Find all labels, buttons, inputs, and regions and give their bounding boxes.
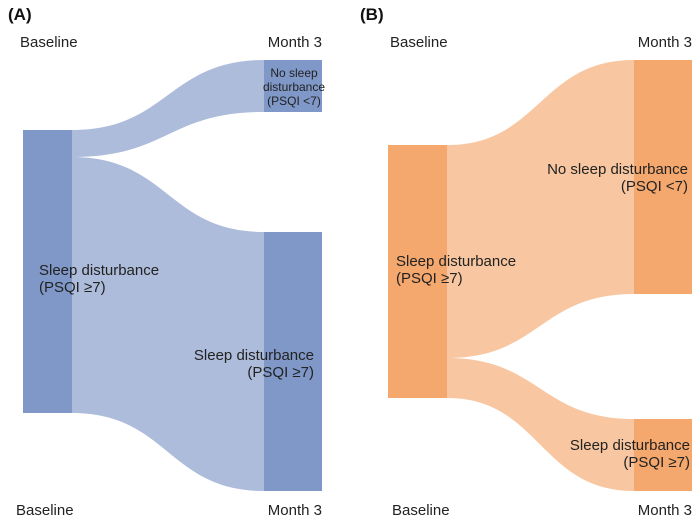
panel-b-disturbance-label-line1: Sleep disturbance [570, 437, 690, 454]
panel-b: (B) Baseline Month 3 Sleep disturbance (… [360, 5, 692, 519]
panel-a-disturbance-label-line1: Sleep disturbance [194, 347, 314, 364]
panel-a: (A) Baseline Month 3 Sleep disturbance (… [8, 5, 325, 519]
panel-b-disturbance-label-line2: (PSQI ≥7) [623, 454, 690, 471]
panel-b-baseline-node [388, 145, 447, 398]
panel-a-month3-disturbance-node [264, 232, 322, 491]
panel-b-tag: (B) [360, 5, 384, 24]
panel-b-no-disturbance-label-line1: No sleep disturbance [547, 161, 688, 178]
panel-b-flow-to-disturbance [447, 358, 634, 491]
panel-b-bottom-baseline-label: Baseline [392, 502, 450, 519]
panel-a-bottom-month3-label: Month 3 [268, 502, 322, 519]
panel-a-baseline-node [23, 130, 72, 413]
panel-b-month3-disturbance-node [634, 419, 692, 491]
panel-a-month3-no-disturbance-node [264, 60, 322, 112]
panel-b-month3-no-disturbance-node [634, 60, 692, 294]
panel-a-top-month3-label: Month 3 [268, 34, 322, 51]
panel-a-baseline-node-label-line1: Sleep disturbance [39, 262, 159, 279]
panel-a-no-disturbance-label-line3: (PSQI <7) [267, 94, 321, 108]
panel-a-tag: (A) [8, 5, 32, 24]
panel-b-baseline-node-label-line1: Sleep disturbance [396, 253, 516, 270]
panel-a-disturbance-label-line2: (PSQI ≥7) [247, 364, 314, 381]
panel-b-top-baseline-label: Baseline [390, 34, 448, 51]
panel-b-baseline-node-label-line2: (PSQI ≥7) [396, 270, 463, 287]
panel-a-flow-to-no-disturbance [72, 60, 264, 157]
panel-a-no-disturbance-label-line2: disturbance [263, 80, 325, 94]
panel-b-no-disturbance-label-line2: (PSQI <7) [621, 178, 688, 195]
panel-a-bottom-baseline-label: Baseline [16, 502, 74, 519]
panel-b-flow-to-no-disturbance [447, 60, 634, 358]
panel-b-bottom-month3-label: Month 3 [638, 502, 692, 519]
panel-a-no-disturbance-label-line1: No sleep [270, 66, 318, 80]
panel-b-top-month3-label: Month 3 [638, 34, 692, 51]
panel-a-flow-to-disturbance [72, 157, 264, 491]
panel-a-baseline-node-label-line2: (PSQI ≥7) [39, 279, 106, 296]
panel-a-top-baseline-label: Baseline [20, 34, 78, 51]
